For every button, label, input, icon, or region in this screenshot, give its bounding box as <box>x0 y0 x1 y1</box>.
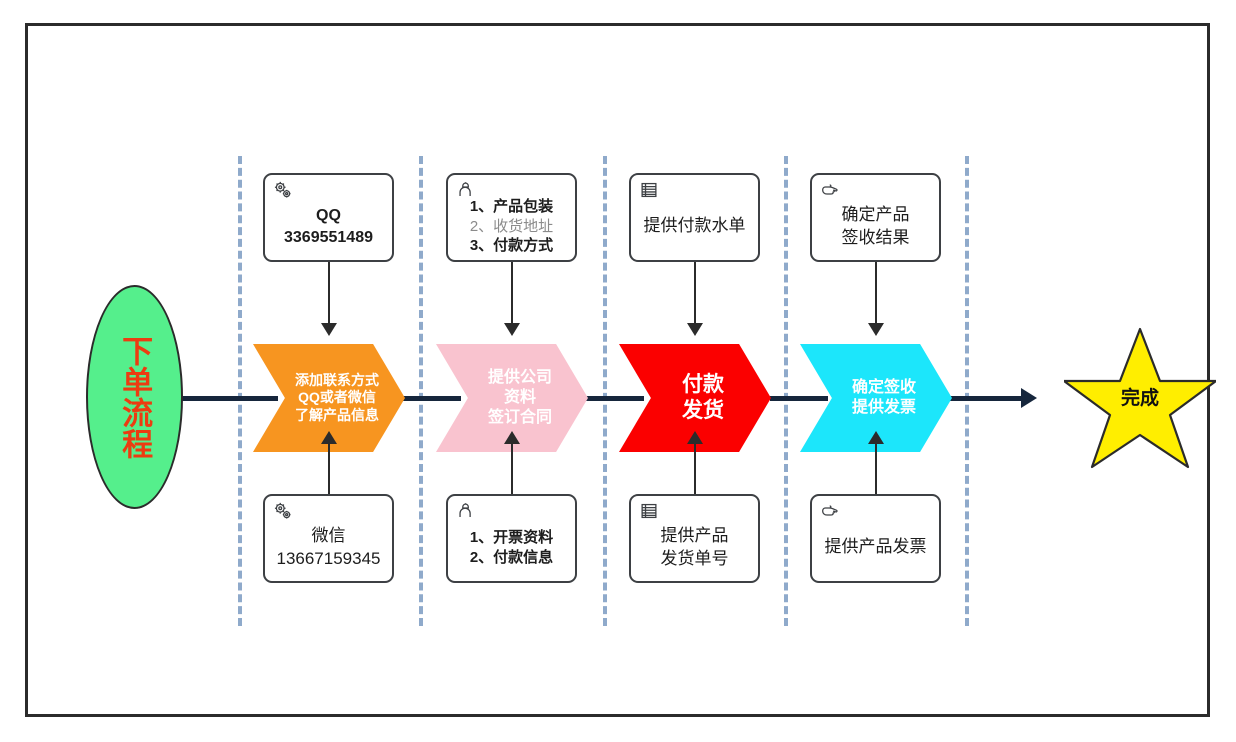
connector-stage-4-bottom-arrowhead <box>868 431 884 444</box>
note-line: 提供产品 <box>660 525 729 545</box>
flow-line-segment-2 <box>586 396 644 401</box>
note-line: 2、收货地址 <box>469 217 554 235</box>
note-stage-2-bottom-text: 1、开票资料 2、付款信息 <box>448 518 575 577</box>
lane-separator-2 <box>419 156 423 626</box>
note-stage-3-top-text: 提供付款水单 <box>631 197 758 256</box>
gears-icon <box>272 500 294 522</box>
note-line: 2、付款信息 <box>469 548 554 566</box>
note-line: 提供付款水单 <box>643 216 746 236</box>
note-stage-3-bottom-text: 提供产品 发货单号 <box>631 518 758 577</box>
pointing-hand-icon <box>819 179 841 201</box>
flow-line-segment-4 <box>950 396 1022 401</box>
connector-stage-1-top-arrowhead <box>321 323 337 336</box>
note-line: 提供产品发票 <box>824 537 927 557</box>
note-line: 签收结果 <box>841 227 910 247</box>
start-ellipse-label: 下单流程 <box>117 335 153 459</box>
flow-line-segment-0 <box>158 396 278 401</box>
note-stage-3-bottom: 提供产品 发货单号 <box>629 494 760 583</box>
connector-stage-2-top <box>511 262 513 326</box>
connector-stage-2-bottom-arrowhead <box>504 431 520 444</box>
connector-stage-3-bottom-arrowhead <box>687 431 703 444</box>
note-line: 13667159345 <box>276 548 381 568</box>
connector-stage-3-top <box>694 262 696 326</box>
note-line: 3369551489 <box>284 228 373 246</box>
connector-stage-3-top-arrowhead <box>687 323 703 336</box>
finish-star-label: 完成 <box>1120 388 1159 409</box>
lane-separator-3 <box>603 156 607 626</box>
flow-line-segment-3 <box>770 396 828 401</box>
chevron-stage-4-label: 确定签收 提供发票 <box>851 379 916 416</box>
flow-line-segment-1 <box>403 396 461 401</box>
flow-arrowhead <box>1021 388 1037 408</box>
list-icon <box>638 179 660 201</box>
lane-separator-4 <box>784 156 788 626</box>
person-icon <box>455 179 477 201</box>
connector-stage-2-bottom <box>511 441 513 494</box>
pointing-hand-icon <box>819 500 841 522</box>
lane-separator-5 <box>965 156 969 626</box>
diagram-frame: 下单流程 添加联系方式 QQ或者微信 了解产品信息 QQ 3369551489 <box>25 23 1216 717</box>
connector-stage-2-top-arrowhead <box>504 323 520 336</box>
list-icon <box>638 500 660 522</box>
connector-stage-4-bottom <box>875 441 877 494</box>
gears-icon <box>272 179 294 201</box>
note-line: 发货单号 <box>660 548 729 568</box>
connector-stage-1-bottom-arrowhead <box>321 431 337 444</box>
note-stage-3-top: 提供付款水单 <box>629 173 760 262</box>
finish-star <box>1064 327 1216 469</box>
note-stage-1-top-text: QQ 3369551489 <box>265 197 392 256</box>
note-stage-4-top: 确定产品 签收结果 <box>810 173 941 262</box>
note-line: 1、开票资料 <box>469 528 554 546</box>
chevron-stage-1-label: 添加联系方式 QQ或者微信 了解产品信息 <box>295 371 379 423</box>
note-stage-2-top-text: 1、产品包装 2、收货地址 3、付款方式 <box>448 197 575 256</box>
note-line: QQ <box>316 207 341 225</box>
note-stage-4-top-text: 确定产品 签收结果 <box>812 197 939 256</box>
connector-stage-4-top-arrowhead <box>868 323 884 336</box>
start-ellipse: 下单流程 <box>86 285 183 509</box>
note-stage-2-bottom: 1、开票资料 2、付款信息 <box>446 494 577 583</box>
note-line: 确定产品 <box>841 204 910 224</box>
note-stage-4-bottom: 提供产品发票 <box>810 494 941 583</box>
note-stage-4-bottom-text: 提供产品发票 <box>812 518 939 577</box>
note-line: 微信 <box>311 525 346 545</box>
note-stage-2-top: 1、产品包装 2、收货地址 3、付款方式 <box>446 173 577 262</box>
connector-stage-3-bottom <box>694 441 696 494</box>
note-line: 3、付款方式 <box>469 237 554 255</box>
note-stage-1-top: QQ 3369551489 <box>263 173 394 262</box>
note-stage-1-bottom-text: 微信 13667159345 <box>265 518 392 577</box>
chevron-stage-3-label: 付款 发货 <box>682 372 724 422</box>
person-icon <box>455 500 477 522</box>
lane-separator-1 <box>238 156 242 626</box>
connector-stage-4-top <box>875 262 877 326</box>
note-stage-1-bottom: 微信 13667159345 <box>263 494 394 583</box>
chevron-stage-2-label: 提供公司 资料 签订合同 <box>487 369 552 426</box>
note-line: 1、产品包装 <box>469 197 554 215</box>
connector-stage-1-bottom <box>328 441 330 494</box>
connector-stage-1-top <box>328 262 330 326</box>
